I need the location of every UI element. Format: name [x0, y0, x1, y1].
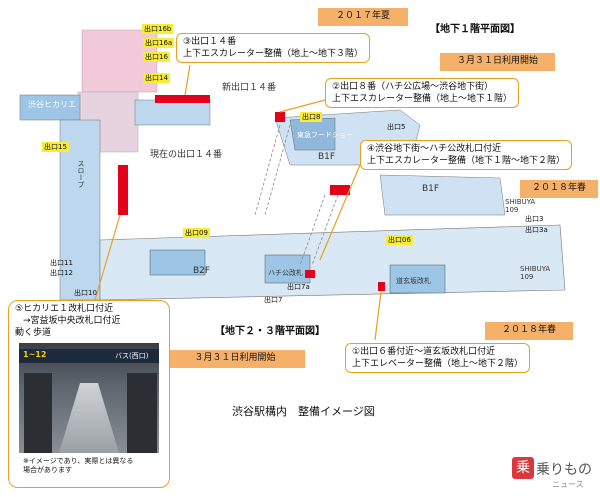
- label-new-exit14: 新出口１４番: [222, 83, 277, 93]
- b1-b2-escalator-upper: [330, 185, 350, 195]
- sign-bus-text: バス(西口): [115, 352, 149, 360]
- exit-06: 出口06: [386, 235, 413, 245]
- callout-exit6-title: ①出口６番付近～道玄坂改札口付近: [352, 347, 496, 357]
- exit-10: 出口10: [74, 289, 97, 297]
- b1-b2-escalator-lower: [305, 270, 315, 278]
- exit-7: 出口7: [264, 296, 283, 304]
- walkway-photo: 1~12 バス(西口): [19, 343, 159, 453]
- exit-3: 出口3: [525, 215, 544, 223]
- callout-exit14-title: ③出口１４番: [183, 37, 237, 47]
- exit-09: 出口09: [183, 228, 210, 238]
- callout-hachiko-title: ④渋谷地下街～ハチ公改札口付近: [367, 144, 502, 154]
- callout-exit14-detail: 上下エスカレーター整備（地上～地下３階）: [183, 49, 364, 59]
- corridor-hikarie: [19, 94, 81, 121]
- walkway-line2: →宮益坂中央改札口付近: [23, 316, 121, 326]
- exit-16: 出口16: [143, 52, 170, 62]
- diagram-title: 渋谷駅構内 整備イメージ図: [232, 405, 375, 418]
- moving-walkway-marker: [118, 165, 128, 215]
- walkway-photo-panel: ⑤ヒカリエ１改札口付近 →宮益坂中央改札口付近 動く歩道 1~12 バス(西口)…: [8, 300, 170, 488]
- exit-7a: 出口7a: [287, 283, 310, 291]
- exit-8: 出口8: [300, 112, 323, 122]
- logo-text: 乗りもの: [536, 462, 592, 478]
- label-food-show: 東急フードショー: [297, 131, 353, 139]
- dogenzaka-gate-block: [389, 264, 446, 294]
- exit-12: 出口12: [50, 269, 73, 277]
- label-109-a: SHIBUYA 109: [505, 198, 536, 214]
- b1f-shibuya109-area: [379, 174, 506, 216]
- left-wall: [24, 373, 52, 453]
- tag-spring-2018-a: ２０１８年春: [520, 180, 598, 198]
- label-dogenzaka-gate: 道玄坂改札: [396, 277, 431, 285]
- signboard: 1~12 バス(西口): [19, 349, 159, 363]
- photo-note: ※イメージであり、実際とは異なる 場合があります: [23, 457, 133, 475]
- label-b1f-1: B1F: [318, 152, 336, 162]
- callout-exit6-detail: 上下エレベーター整備（地上～地下２階）: [352, 359, 524, 369]
- callout-exit8-title: ②出口８番（ハチ公広場～渋谷地下街）: [332, 82, 494, 92]
- exit-3a: 出口3a: [525, 226, 548, 234]
- exit-16b: 出口16b: [142, 24, 174, 34]
- tag-summer-2017: ２０１７年夏: [318, 8, 408, 26]
- walkway-line3: 動く歩道: [15, 328, 52, 338]
- miyamasu-gate-block: [149, 249, 206, 276]
- b2f-main-concourse: [99, 224, 566, 301]
- exit6-elevator: [378, 282, 385, 291]
- callout-exit14: ③出口１４番 上下エスカレーター整備（地上～地下３階）: [176, 33, 371, 63]
- label-hachiko-gate: ハチ公改札: [268, 269, 303, 277]
- photo-note-line1: ※イメージであり、実際とは異なる: [23, 457, 134, 465]
- tag-spring-2018-b: ２０１８年春: [485, 322, 573, 340]
- exit-14: 出口14: [143, 73, 170, 83]
- sign-platform-text: 1~12: [23, 350, 47, 359]
- callout-hachiko: ④渋谷地下街～ハチ公改札口付近 上下エスカレーター整備（地下１階～地下２階）: [360, 140, 573, 170]
- right-wall: [127, 373, 157, 453]
- callout-exit6: ①出口６番付近～道玄坂改札口付近 上下エレベーター整備（地上～地下２階）: [345, 343, 531, 373]
- walkway-line1: ⑤ヒカリエ１改札口付近: [15, 304, 114, 314]
- photo-note-line2: 場合があります: [23, 466, 72, 474]
- label-b1f-2: B1F: [422, 184, 440, 194]
- walkway-floor: [59, 383, 119, 453]
- callout-exit8-detail: 上下エスカレーター整備（地上～地下１階）: [332, 94, 513, 104]
- logo-mark: 乗: [512, 457, 534, 479]
- exit-11: 出口11: [50, 259, 73, 267]
- exit-16a: 出口16a: [143, 38, 175, 48]
- label-slope: スロープ: [77, 160, 85, 188]
- label-109-b: SHIBUYA 109: [520, 265, 551, 281]
- logo-sub: ニュース: [552, 480, 584, 489]
- label-b2f: B2F: [193, 266, 211, 276]
- b23-plan-heading: 【地下２・３階平面図】: [215, 326, 325, 337]
- b1-plan-heading: 【地下１階平面図】: [430, 24, 520, 35]
- exit8-escalator: [275, 112, 285, 122]
- callout-hachiko-detail: 上下エスカレーター整備（地下１階～地下２階）: [367, 156, 566, 166]
- walkway-callout-text: ⑤ヒカリエ１改札口付近 →宮益坂中央改札口付近 動く歩道: [15, 303, 121, 339]
- label-hikarie: 渋谷ヒカリエ: [28, 100, 76, 109]
- label-current-exit14: 現在の出口１４番: [150, 150, 223, 160]
- new-exit14-escalator: [155, 95, 210, 103]
- exit-5: 出口5: [387, 123, 406, 131]
- tag-march31-a: ３月３１日利用開始: [440, 53, 555, 71]
- exit-15: 出口15: [42, 142, 69, 152]
- callout-exit8: ②出口８番（ハチ公広場～渋谷地下街） 上下エスカレーター整備（地上～地下１階）: [325, 78, 520, 108]
- corridor-exit14: [134, 99, 211, 126]
- norimono-news-logo: 乗 乗りもの ニュース: [512, 455, 596, 493]
- tag-march31-b: ３月３１日利用開始: [165, 350, 305, 368]
- hachiko-gate-block: [264, 254, 311, 284]
